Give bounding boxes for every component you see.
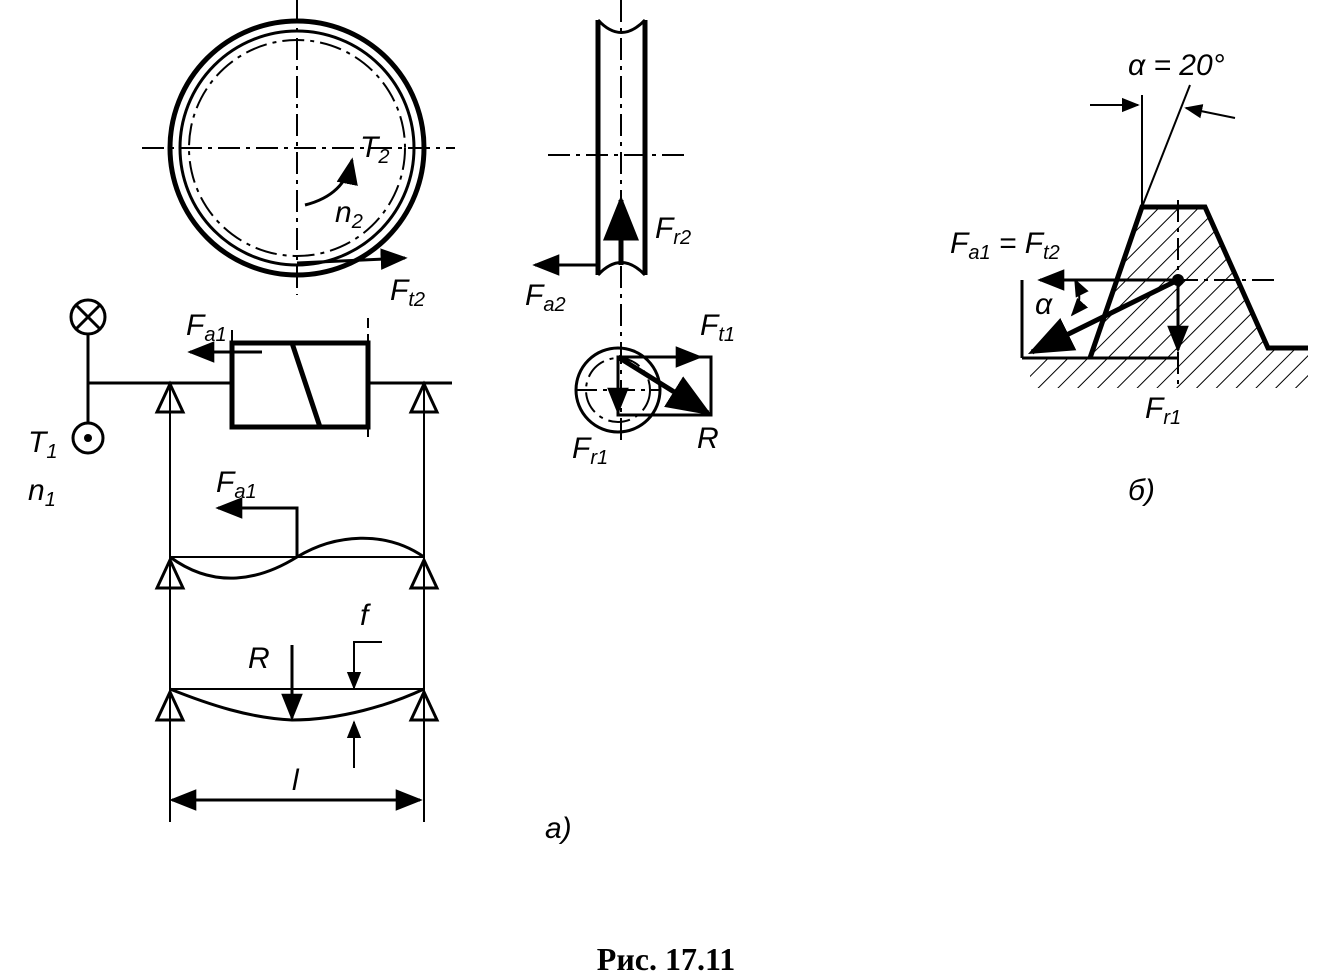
beam-axial-bending (154, 497, 440, 590)
force-arrow-fa1-beam (215, 497, 299, 557)
label-ft1: Ft1 (700, 309, 735, 346)
force-arrow-ft2 (296, 248, 408, 270)
thread-profile-forces (1020, 84, 1308, 390)
label-part-a: a) (545, 812, 572, 845)
label-n2: n2 (335, 196, 363, 233)
label-f-beam: f (360, 599, 371, 632)
worm-section-forces (574, 346, 713, 434)
worm-wheel-front-view (142, 0, 455, 295)
figure-caption: Рис. 17.11 (597, 941, 735, 977)
out-of-page-symbol (71, 421, 105, 455)
label-fr2: Fr2 (655, 212, 691, 249)
worm-wheel-side-view (532, 0, 685, 445)
worm-body (229, 340, 371, 430)
label-fr1-a: Fr1 (572, 432, 608, 469)
worm-shaft (69, 298, 452, 455)
label-alpha-b: α (1035, 288, 1053, 321)
force-arrow-resultant-b (1027, 277, 1180, 355)
label-l-beam: l (292, 764, 300, 797)
force-arrow-resultant-r (616, 354, 712, 416)
label-t1: T1 (28, 426, 57, 463)
label-fa1-top: Fa1 (186, 309, 227, 346)
label-n1: n1 (28, 474, 56, 511)
deflection-arrow-f-top (346, 641, 382, 690)
label-part-b: б) (1128, 474, 1155, 507)
label-fa2: Fa2 (525, 279, 566, 316)
label-t2: T2 (360, 131, 389, 168)
rotation-arrow-n2 (304, 157, 358, 207)
label-r-beam: R (248, 642, 270, 675)
label-r-circle: R (697, 422, 719, 455)
label-ft2: Ft2 (390, 274, 425, 311)
label-fr1-b: Fr1 (1145, 392, 1181, 429)
beam-radial-deflection (154, 641, 440, 811)
label-fa1-beam: Fa1 (216, 466, 257, 503)
label-alpha-eq: α = 20° (1128, 49, 1225, 82)
label-fa1-eq-ft2: Fa1 = Ft2 (950, 227, 1060, 264)
